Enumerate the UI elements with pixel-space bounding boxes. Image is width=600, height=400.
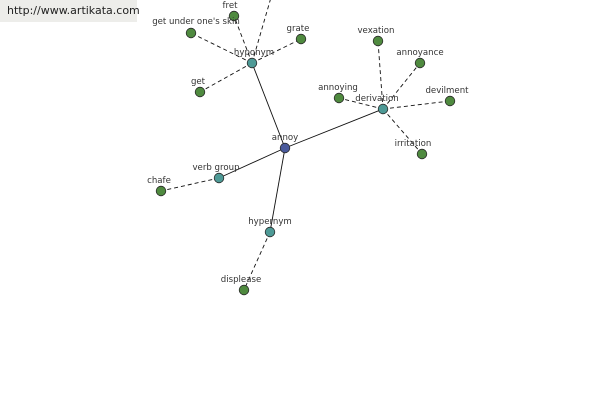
edge-rel-hyponym-grate <box>251 38 302 64</box>
leaf-devilment-node[interactable] <box>444 95 456 107</box>
leaf-fret-node[interactable] <box>228 10 240 22</box>
leaf-chafe-node[interactable] <box>155 185 167 197</box>
leaf-devilment-label: devilment <box>425 86 469 96</box>
edges-layer <box>160 0 451 291</box>
edge-rel-hyponym-get-under-skin <box>190 32 253 64</box>
edge-rel-derivation-annoying <box>338 97 384 110</box>
center-annoy-label: annoy <box>272 133 299 143</box>
leaf-grate-label: grate <box>287 24 310 34</box>
rel-derivation-label: derivation <box>355 94 398 104</box>
leaf-annoying-label: annoying <box>318 83 358 93</box>
edge-rel-derivation-vexation <box>377 40 384 110</box>
leaf-vexation-label: vexation <box>357 26 394 36</box>
edge-rel-verb-group-chafe <box>160 177 220 192</box>
leaf-chafe-label: chafe <box>147 176 171 186</box>
edge-rel-derivation-devilment <box>382 100 451 110</box>
leaf-vexation-node[interactable] <box>372 35 384 47</box>
leaf-irritation-node[interactable] <box>416 148 428 160</box>
edge-annoy-rel-hyponym <box>251 62 286 149</box>
leaf-fret-label: fret <box>222 1 238 11</box>
leaf-annoyance-label: annoyance <box>396 48 443 58</box>
rel-hypernym-label: hypernym <box>248 217 292 227</box>
leaf-get-node[interactable] <box>194 86 206 98</box>
edge-rel-derivation-irritation <box>382 108 423 155</box>
rel-verb-group-label: verb group <box>192 163 239 173</box>
watermark-url[interactable]: http://www.artikata.com <box>0 0 140 22</box>
edge-annoy-rel-verb-group <box>218 147 286 179</box>
leaf-irritation-label: irritation <box>395 139 432 149</box>
edge-annoy-rel-hypernym <box>269 147 286 233</box>
leaf-get-under-skin-label: get under one's skin <box>152 17 240 27</box>
rel-hypernym-node[interactable] <box>264 226 276 238</box>
leaf-get-under-skin-node[interactable] <box>185 27 197 39</box>
labels-layer: fret get under one's skin grate get vexation… <box>147 1 469 285</box>
leaf-displease-label: displease <box>221 275 261 285</box>
rel-hyponym-node[interactable] <box>246 57 258 69</box>
edge-rel-hyponym-offscreen <box>251 0 271 64</box>
center-annoy-node[interactable] <box>279 142 291 154</box>
edge-annoy-rel-derivation <box>284 108 384 149</box>
edge-rel-hyponym-get <box>199 62 253 93</box>
nodes-layer <box>155 10 456 296</box>
leaf-displease-node[interactable] <box>238 284 250 296</box>
edge-rel-derivation-annoyance <box>382 62 421 110</box>
edge-rel-hyponym-fret <box>233 15 253 64</box>
rel-derivation-node[interactable] <box>377 103 389 115</box>
rel-verb-group-node[interactable] <box>213 172 225 184</box>
leaf-annoying-node[interactable] <box>333 92 345 104</box>
leaf-grate-node[interactable] <box>295 33 307 45</box>
leaf-annoyance-node[interactable] <box>414 57 426 69</box>
rel-hyponym-label: hyponym <box>234 48 274 58</box>
edge-rel-hypernym-displease <box>243 231 271 291</box>
leaf-get-label: get <box>191 77 206 87</box>
